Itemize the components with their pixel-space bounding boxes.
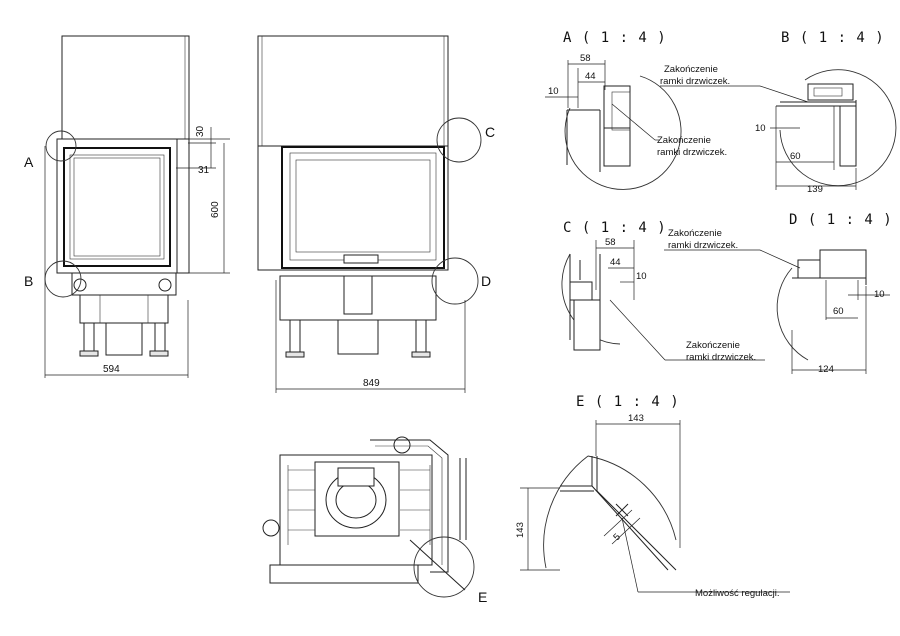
note-a-line2: ramki drzwiczek. bbox=[657, 147, 727, 158]
note-a-line1: Zakończenie bbox=[657, 135, 711, 146]
callout-circle-a bbox=[45, 130, 77, 162]
detail-d bbox=[664, 249, 890, 374]
dim-d-60: 60 bbox=[833, 306, 844, 317]
detail-e bbox=[520, 420, 790, 593]
note-adjust: Możliwość regulacji. bbox=[695, 588, 779, 599]
detail-c bbox=[561, 240, 765, 361]
dim-d-124: 124 bbox=[818, 364, 834, 375]
front-base bbox=[71, 272, 177, 296]
dim-b-60: 60 bbox=[790, 151, 801, 162]
note-d-line1: Zakończenie bbox=[668, 228, 722, 239]
front-flue-hood bbox=[61, 35, 190, 140]
dim-d-10: 10 bbox=[874, 289, 885, 300]
detail-a bbox=[545, 60, 682, 190]
top-view bbox=[262, 436, 475, 598]
dim-e-5: 5 bbox=[611, 532, 623, 544]
side-view bbox=[257, 35, 482, 393]
callout-circle-e bbox=[413, 536, 475, 598]
dim-front-31: 31 bbox=[198, 165, 210, 176]
dim-a-58: 58 bbox=[580, 53, 591, 64]
front-glass bbox=[69, 154, 165, 260]
note-b-line1: Zakończenie bbox=[664, 64, 718, 75]
dim-c-10: 10 bbox=[636, 271, 647, 282]
callout-e-label: E bbox=[478, 589, 487, 605]
callout-circle-d bbox=[431, 257, 479, 305]
dim-front-594: 594 bbox=[103, 364, 120, 375]
dim-front-30: 30 bbox=[195, 125, 206, 137]
dim-c-44: 44 bbox=[610, 257, 621, 268]
side-door-frame bbox=[281, 146, 445, 269]
dim-side-849: 849 bbox=[363, 378, 380, 389]
side-firebox bbox=[257, 145, 449, 271]
detail-c-title: C ( 1 : 4 ) bbox=[563, 220, 667, 236]
dim-c-58: 58 bbox=[605, 237, 616, 248]
dim-b-139: 139 bbox=[807, 184, 823, 195]
detail-b bbox=[660, 69, 897, 190]
dim-front-600: 600 bbox=[210, 201, 221, 218]
note-d-line2: ramki drzwiczek. bbox=[668, 240, 738, 251]
detail-a-title: A ( 1 : 4 ) bbox=[563, 30, 667, 46]
dim-b-10: 10 bbox=[755, 123, 766, 134]
labels: A ( 1 : 4 ) B ( 1 : 4 ) C ( 1 : 4 ) D ( … bbox=[24, 30, 893, 605]
note-b-line2: ramki drzwiczek. bbox=[660, 76, 730, 87]
detail-b-title: B ( 1 : 4 ) bbox=[781, 30, 885, 46]
front-view bbox=[44, 35, 230, 378]
callout-d-label: D bbox=[481, 273, 491, 289]
callout-c-label: C bbox=[485, 124, 495, 140]
detail-e-title: E ( 1 : 4 ) bbox=[576, 394, 680, 410]
note-c-line2: ramki drzwiczek. bbox=[686, 352, 756, 363]
callout-a-label: A bbox=[24, 154, 34, 170]
dim-e-143-top: 143 bbox=[628, 413, 644, 424]
dim-a-10: 10 bbox=[548, 86, 559, 97]
front-firebox-frame bbox=[56, 138, 178, 274]
dim-a-44: 44 bbox=[585, 71, 596, 82]
side-flue-hood bbox=[257, 35, 449, 147]
front-door-frame bbox=[63, 147, 171, 267]
dim-e-143-left: 143 bbox=[515, 522, 526, 538]
callout-b-label: B bbox=[24, 273, 33, 289]
detail-d-title: D ( 1 : 4 ) bbox=[789, 212, 893, 228]
callout-circle-c bbox=[436, 117, 482, 163]
note-c-line1: Zakończenie bbox=[686, 340, 740, 351]
